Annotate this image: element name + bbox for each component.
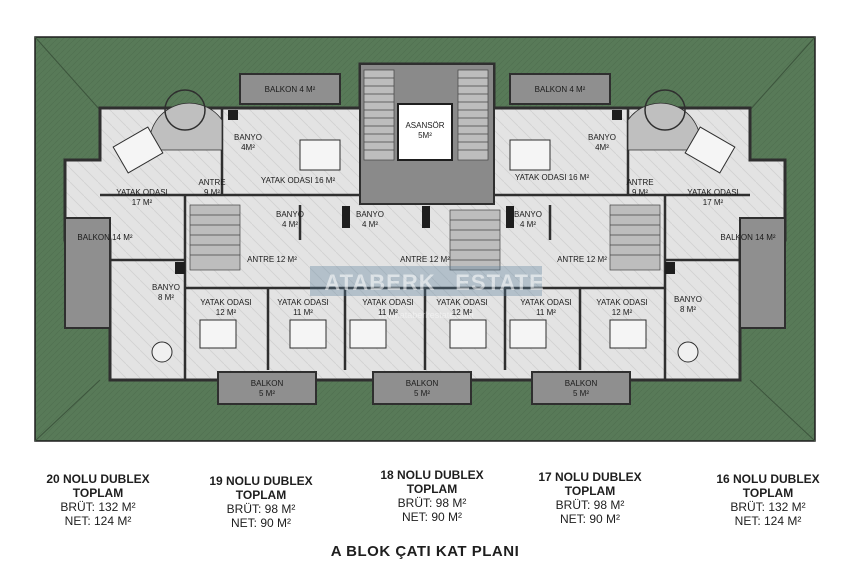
bed-17-right — [684, 126, 736, 174]
unit-total-label: TOPLAM — [72, 486, 124, 500]
room-label: YATAK ODASI 16 M² — [515, 173, 590, 182]
room-label: ANTRE 12 M² — [247, 255, 297, 264]
unit-name: 20 NOLU DUBLEX — [46, 472, 150, 486]
unit-summary-20: 20 NOLU DUBLEX TOPLAM BRÜT: 132 M² NET: … — [28, 472, 168, 528]
bed-17-left — [112, 126, 164, 174]
room-label: ANTRE 12 M² — [557, 255, 607, 264]
watermark-brand-left: ATABERK — [324, 270, 435, 295]
unit-total-label: TOPLAM — [742, 486, 794, 500]
bed-11-b — [349, 319, 387, 349]
bath-fixtures — [175, 110, 675, 274]
unit-summary-16: 16 NOLU DUBLEX TOPLAM BRÜT: 132 M² NET: … — [698, 472, 838, 528]
floor-plan-drawing: ATABERK ESTATE www.ataberkestate.com BAL… — [34, 36, 816, 442]
unit-summary-18: 18 NOLU DUBLEX TOPLAM BRÜT: 98 M² NET: 9… — [362, 468, 502, 524]
unit-brut: BRÜT: 132 M² — [60, 500, 136, 514]
unit-name: 18 NOLU DUBLEX — [380, 468, 484, 482]
room-label: BALKON 4 M² — [535, 85, 586, 94]
room-label: BALKON 4 M² — [265, 85, 316, 94]
room-label: YATAK ODASI 16 M² — [261, 176, 336, 185]
unit-brut: BRÜT: 132 M² — [730, 500, 806, 514]
unit-net: NET: 124 M² — [734, 514, 802, 528]
unit-name: 19 NOLU DUBLEX — [209, 474, 313, 488]
unit-name: 16 NOLU DUBLEX — [716, 472, 820, 486]
unit-summary-19: 19 NOLU DUBLEX TOPLAM BRÜT: 98 M² NET: 9… — [191, 474, 331, 530]
core — [359, 63, 495, 205]
room-label: ANTRE 12 M² — [400, 255, 450, 264]
unit-total-label: TOPLAM — [406, 482, 458, 496]
interior-walls — [100, 108, 750, 380]
bed-16-right — [509, 139, 551, 171]
stair-core-right — [457, 69, 489, 161]
unit-net: NET: 90 M² — [401, 510, 462, 524]
bed-11-a — [289, 319, 327, 349]
unit-summary-17: 17 NOLU DUBLEX TOPLAM BRÜT: 98 M² NET: 9… — [520, 470, 660, 526]
room-label: BALKON 14 M² — [720, 233, 775, 242]
beds — [112, 126, 736, 349]
stair-core-left — [363, 69, 395, 161]
unit-stairs — [189, 204, 661, 271]
unit-brut: BRÜT: 98 M² — [397, 496, 467, 510]
unit-name: 17 NOLU DUBLEX — [538, 470, 642, 484]
balcony-5-left — [217, 371, 317, 405]
bed-12-a — [199, 319, 237, 349]
balcony-furniture — [151, 341, 699, 363]
balcony-14-right — [739, 217, 786, 329]
unit-total-label: TOPLAM — [235, 488, 287, 502]
unit-net: NET: 124 M² — [64, 514, 132, 528]
balcony-14-left — [64, 217, 111, 329]
bed-11-c — [509, 319, 547, 349]
watermark-url: www.ataberkestate.com — [377, 310, 474, 320]
bed-12-b — [449, 319, 487, 349]
unit-total-label: TOPLAM — [564, 484, 616, 498]
bed-16-left — [299, 139, 341, 171]
watermark: ATABERK ESTATE www.ataberkestate.com — [310, 266, 545, 320]
watermark-brand-right: ESTATE — [455, 270, 545, 295]
bed-12-c — [609, 319, 647, 349]
unit-brut: BRÜT: 98 M² — [226, 502, 296, 516]
balcony-top-right — [509, 73, 611, 105]
balconies — [64, 73, 786, 405]
plan-title: A BLOK ÇATI KAT PLANI — [330, 543, 520, 560]
balcony-5-center — [372, 371, 472, 405]
room-label: BALKON 14 M² — [77, 233, 132, 242]
balcony-top-left — [239, 73, 341, 105]
unit-net: NET: 90 M² — [230, 516, 291, 530]
unit-brut: BRÜT: 98 M² — [555, 498, 625, 512]
balcony-5-right — [531, 371, 631, 405]
elevator-shaft — [397, 103, 453, 161]
unit-net: NET: 90 M² — [559, 512, 620, 526]
